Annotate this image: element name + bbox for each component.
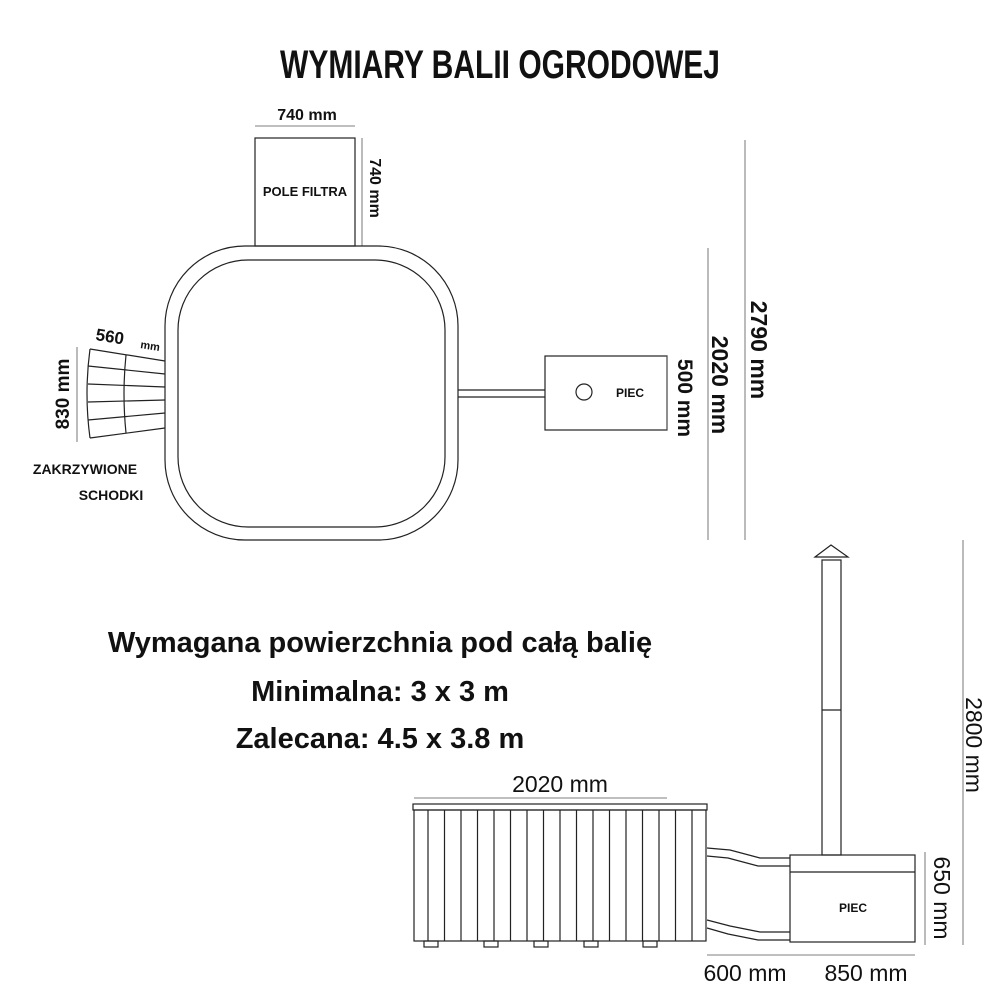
- total-height-label: 2800 mm: [961, 697, 987, 793]
- tub-inner: [177, 259, 446, 528]
- tub-depth-label: 2020 mm: [707, 336, 733, 434]
- stairs-label-line1: ZAKRZYWIONE: [33, 461, 137, 477]
- stove-depth-label: 500 mm: [673, 359, 696, 437]
- chimney: [821, 559, 842, 856]
- top-view: 740 mm POLE FILTRA 740 mm 560 mm 830 mm …: [33, 107, 772, 541]
- stairs-height-label: 830 mm: [53, 359, 74, 430]
- side-tub-width-label: 2020 mm: [512, 771, 608, 797]
- tub-outer: [164, 245, 459, 541]
- stove-height-label: 650 mm: [929, 856, 955, 939]
- title: WYMIARY BALII OGRODOWEJ: [280, 43, 720, 87]
- stove-side: [789, 854, 916, 943]
- requirements-minimum: Minimalna: 3 x 3 m: [251, 676, 509, 708]
- gap-width-label: 600 mm: [703, 960, 786, 986]
- side-view: 2020 mm PIEC 2800 mm 650 mm 600 mm 850 m…: [412, 540, 987, 986]
- chimney-icon: [575, 383, 593, 401]
- filter-depth-label: 740 mm: [366, 158, 383, 218]
- stove-label-top: PIEC: [616, 386, 644, 400]
- requirements-recommended: Zalecana: 4.5 x 3.8 m: [236, 723, 525, 755]
- stairs-label-line2: SCHODKI: [79, 487, 144, 503]
- stove-label-side: PIEC: [839, 901, 867, 915]
- stove-width-label: 850 mm: [824, 960, 907, 986]
- filter-width-label: 740 mm: [277, 107, 337, 124]
- chimney-cap: [813, 544, 850, 558]
- requirements-heading: Wymagana powierzchnia pod całą balię: [108, 627, 652, 659]
- stairs-width-label: 560: [94, 325, 125, 348]
- total-depth-label: 2790 mm: [746, 301, 772, 399]
- stairs: [86, 348, 166, 439]
- filter-label: POLE FILTRA: [263, 184, 348, 199]
- stove-top: [544, 355, 668, 431]
- stairs-width-unit: mm: [140, 339, 161, 354]
